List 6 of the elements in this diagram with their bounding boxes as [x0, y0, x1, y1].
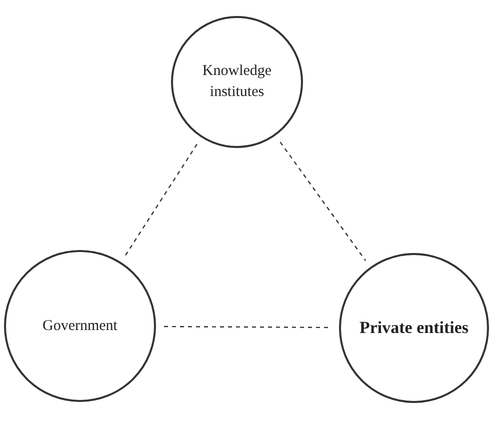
node-label: Private entities — [359, 317, 469, 340]
node-label: Government — [42, 316, 118, 336]
dashed-connector — [280, 142, 366, 261]
node-label: Knowledge institutes — [201, 62, 273, 102]
dashed-connector — [164, 326, 331, 328]
dashed-connector — [124, 144, 198, 256]
